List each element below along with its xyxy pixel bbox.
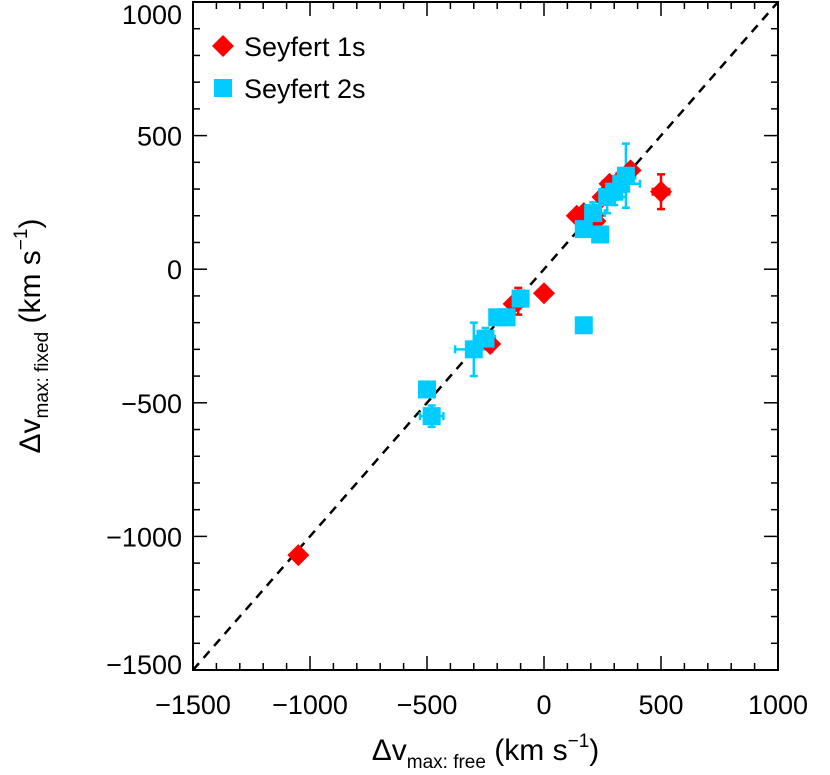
x-tick-label: 1000 [748,690,808,720]
seyfert2-point [574,220,593,239]
y-axis-title-subscript: max: fixed [32,332,53,419]
y-axis-title-unit-exponent: −1 [11,229,32,251]
y-tick-label: −1000 [106,522,182,552]
tick-layer: −1500 −1000 −500 0 500 1000 −1500 −1000 −500 0 500… [106,0,808,720]
x-axis-title-prefix: Δv [372,734,407,767]
plot-frame [192,1,779,671]
seyfert1-point [650,180,672,203]
marker-layer [287,159,672,567]
legend-seyfert2-label: Seyfert 2s [244,74,366,104]
x-tick-label: −1500 [155,690,231,720]
x-tick-label: 500 [638,690,683,720]
seyfert2-point [574,316,593,335]
legend: Seyfert 1s Seyfert 2s [212,32,366,104]
y-tick-label: −500 [121,389,182,419]
seyfert2-point [591,225,610,244]
y-axis-title-close: ) [14,219,47,229]
y-tick-label: −1500 [106,650,182,680]
x-tick-label: −500 [397,690,458,720]
legend-seyfert1-swatch [212,35,234,57]
seyfert2-point [422,407,441,426]
seyfert2-point [418,380,436,399]
legend-seyfert1-label: Seyfert 1s [244,32,366,62]
seyfert2-point [584,204,603,223]
x-axis-title-unit-exponent: −1 [568,731,590,752]
x-tick-label: −1000 [272,690,348,720]
y-axis-title: Δvmax: fixed (km s−1) [11,219,53,454]
seyfert1-point [287,544,310,567]
y-axis-title-unit: (km s [14,250,47,332]
y-tick-label: 500 [137,122,182,152]
seyfert2-point [616,166,635,185]
one-to-one-line [192,1,779,671]
seyfert2-point [476,329,495,348]
seyfert2-point [511,289,530,308]
y-tick-label: 1000 [122,0,182,30]
x-axis-title-subscript: max: free [407,752,486,773]
seyfert2-point [497,308,516,327]
legend-seyfert2-swatch [214,79,232,97]
x-tick-label: 0 [536,690,551,720]
x-axis-title-close: ) [589,734,599,767]
reference-line-layer [192,1,779,671]
seyfert1-point [533,282,555,305]
x-axis-title-unit: (km s [486,734,568,767]
y-axis-title-prefix: Δv [14,418,47,453]
y-tick-label: 0 [167,255,182,285]
x-axis-title: Δvmax: free (km s−1) [372,731,600,773]
